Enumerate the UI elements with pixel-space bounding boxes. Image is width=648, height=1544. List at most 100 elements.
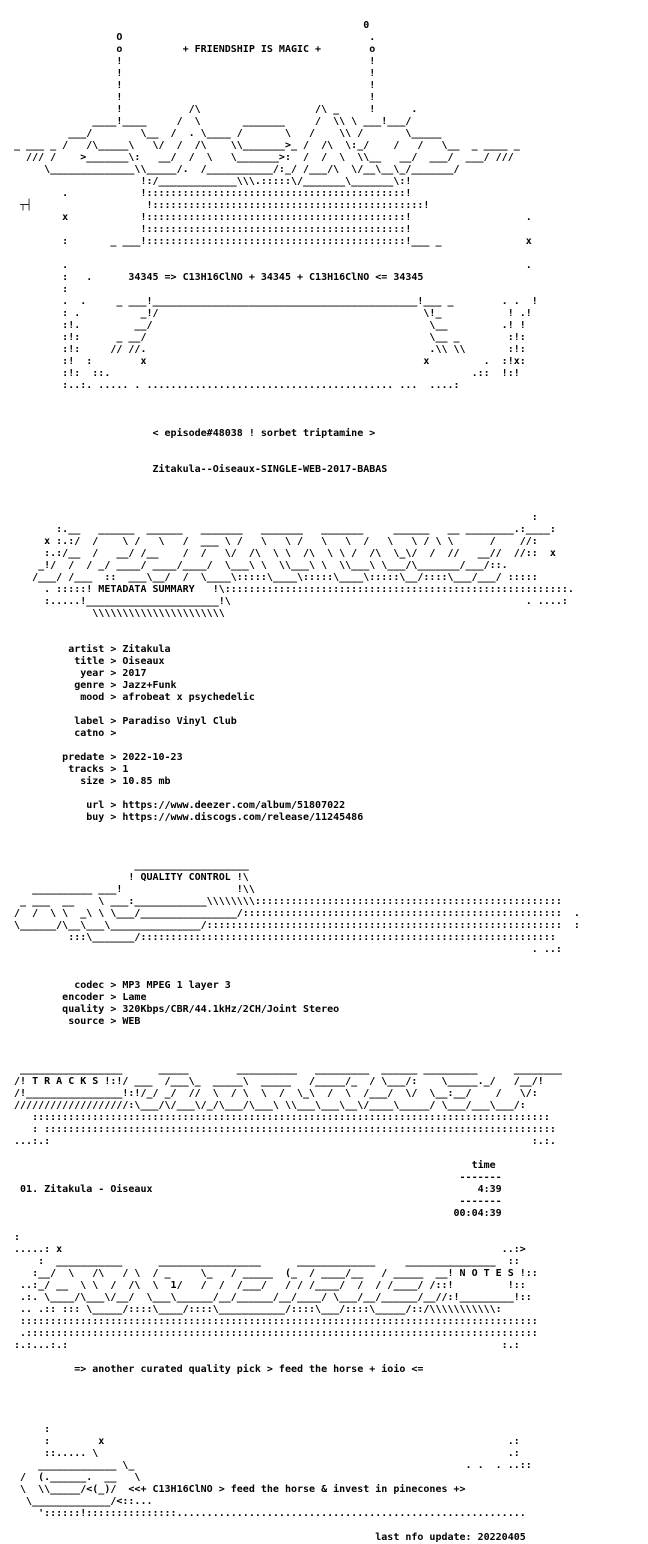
nfo-line: \_____________/<::... xyxy=(8,1496,153,1507)
nfo-line: size > 10.85 mb xyxy=(8,776,171,787)
nfo-line: \\\\\\\\\\\\\\\\\\\\\\ xyxy=(8,608,225,619)
nfo-line: :!: _ __/ \__ _ :!: xyxy=(8,332,526,343)
nfo-line: \______________\\_____/. /___________/:_… xyxy=(8,164,460,175)
nfo-line: .:. \____/\___\/__/ \___\______/__/_____… xyxy=(8,1292,532,1303)
nfo-line: . ..: xyxy=(8,944,562,955)
nfo-line: : _ ___!::::::::::::::::::::::::::::::::… xyxy=(8,236,532,247)
nfo-line: \______/\__\___\_______________/::::::::… xyxy=(8,920,580,931)
nfo-line: : xyxy=(8,512,538,523)
nfo-line xyxy=(8,968,640,980)
nfo-line: last nfo update: 20220405 xyxy=(8,1532,526,1543)
nfo-line: ! ! xyxy=(8,92,376,103)
nfo-line: codec > MP3 MPEG 1 layer 3 xyxy=(8,980,231,991)
nfo-line: Zitakula--Oiseaux-SINGLE-WEB-2017-BABAS xyxy=(8,464,388,475)
nfo-line: : . 34345 => C13H16ClNO + 34345 + C13H16… xyxy=(8,272,424,283)
nfo-line: ___/ \__ / . \____ / \ / \\ / \_____ xyxy=(8,128,442,139)
nfo-line: _ ___ __ \ ___:____________\\\\\\\\:::::… xyxy=(8,896,562,907)
nfo-line xyxy=(8,1220,640,1232)
nfo-line: :.__ ______ ______ _______ _______ _____… xyxy=(8,524,556,535)
nfo-line: :!: ::. .:: !:! xyxy=(8,368,520,379)
nfo-line: :!. __/ \__ .! ! xyxy=(8,320,526,331)
nfo-line: .....: x ..:> xyxy=(8,1244,526,1255)
nfo-line: :!: // //. .\\ \\ :!: xyxy=(8,344,526,355)
nfo-line: :..:. ..... . ..........................… xyxy=(8,380,460,391)
nfo-line xyxy=(8,392,640,404)
nfo-line xyxy=(8,1400,640,1412)
nfo-line: ...:.: :.:. xyxy=(8,1136,556,1147)
nfo-line: _!/ / / _/ ____/ ____/____/ \___\ \ \\__… xyxy=(8,560,508,571)
nfo-line: /___/ /___ :: ___\__/ / \____\:::::\____… xyxy=(8,572,538,583)
nfo-line xyxy=(8,1412,640,1424)
nfo-line: encoder > Lame xyxy=(8,992,147,1003)
nfo-line xyxy=(8,620,640,632)
nfo-line: ┬┤ !::::::::::::::::::::::::::::::::::::… xyxy=(8,200,430,211)
nfo-line: .. .:: ::: \_____/::::\____/::::\_______… xyxy=(8,1304,502,1315)
nfo-line: buy > https://www.discogs.com/release/11… xyxy=(8,812,364,823)
nfo-line: '::::::!:::::::::::::::.................… xyxy=(8,1508,526,1519)
nfo-line: : x .: xyxy=(8,1436,520,1447)
nfo-line: _____________ \_ . . . ..:: xyxy=(8,1460,532,1471)
nfo-line xyxy=(8,8,640,20)
nfo-line xyxy=(8,740,640,752)
nfo-line: : ___________ _________________ ________… xyxy=(8,1256,520,1267)
nfo-line: : xyxy=(8,1424,51,1435)
nfo-line: .:::::::::::::::::::::::::::::::::::::::… xyxy=(8,1328,538,1339)
nfo-line xyxy=(8,404,640,416)
nfo-line: ! ! xyxy=(8,56,376,67)
nfo-line: tracks > 1 xyxy=(8,764,129,775)
nfo-line: 0 xyxy=(8,20,370,31)
nfo-line: ..:_/ __ \ \ / /\ \ 1/ / / /___/ / / /__… xyxy=(8,1280,526,1291)
nfo-line xyxy=(8,1388,640,1400)
nfo-line: ! ! xyxy=(8,80,376,91)
nfo-line: ! QUALITY CONTROL !\ xyxy=(8,872,249,883)
nfo-line: :.....!______________________!\ . ....: xyxy=(8,596,568,607)
nfo-line xyxy=(8,632,640,644)
nfo-line: 01. Zitakula - Oiseaux 4:39 xyxy=(8,1184,502,1195)
nfo-line: ///////////////////:\___/\/___\/_/\___/\… xyxy=(8,1100,526,1111)
nfo-line: artist > Zitakula xyxy=(8,644,171,655)
nfo-line xyxy=(8,956,640,968)
nfo-line: predate > 2022-10-23 xyxy=(8,752,183,763)
nfo-line xyxy=(8,1148,640,1160)
nfo-line: / / \ \ _\ \ \___/________________/:::::… xyxy=(8,908,580,919)
nfo-line: !:/_____________\\\.:::::\/_______\_____… xyxy=(8,176,412,187)
nfo-line: url > https://www.deezer.com/album/51807… xyxy=(8,800,346,811)
nfo-line: . . _ ___!______________________________… xyxy=(8,296,538,307)
nfo-line: ------- xyxy=(8,1196,502,1207)
nfo-line: : xyxy=(8,1232,21,1243)
nfo-line: /// / >_______\: __/ / \ \_______>: / / … xyxy=(8,152,514,163)
nfo-line xyxy=(8,1520,640,1532)
nfo-line xyxy=(8,824,640,836)
nfo-line: . . xyxy=(8,260,532,271)
nfo-line: :.:...:.: :.: xyxy=(8,1340,520,1351)
nfo-line xyxy=(8,1352,640,1364)
nfo-line xyxy=(8,416,640,428)
nfo-line xyxy=(8,1376,640,1388)
nfo-line: __________ ___! !\\ xyxy=(8,884,255,895)
nfo-line: year > 2017 xyxy=(8,668,147,679)
nfo-line: ::..... \ .: xyxy=(8,1448,520,1459)
nfo-line xyxy=(8,1052,640,1064)
nfo-line: source > WEB xyxy=(8,1016,141,1027)
nfo-line: : . _!/ \!_ ! .! xyxy=(8,308,532,319)
nfo-line xyxy=(8,452,640,464)
nfo-line: genre > Jazz+Funk xyxy=(8,680,177,691)
nfo-line xyxy=(8,1028,640,1040)
nfo-line: _________________ _____ __________ _____… xyxy=(8,1064,562,1075)
nfo-line: 00:04:39 xyxy=(8,1208,502,1219)
nfo-line: ::::::::::::::::::::::::::::::::::::::::… xyxy=(8,1112,550,1123)
nfo-line: ! /\ /\ _ ! . xyxy=(8,104,418,115)
nfo-line xyxy=(8,788,640,800)
nfo-line: . :::::! METADATA SUMMARY !\::::::::::::… xyxy=(8,584,574,595)
nfo-line: /!________________!:!/_/ _/ // \ / \ \ /… xyxy=(8,1088,538,1099)
nfo-line xyxy=(8,1040,640,1052)
nfo-line: :.:/__ / __/ /__ / / \/ /\ \ \ /\ \ \ / … xyxy=(8,548,556,559)
nfo-line: : xyxy=(8,284,69,295)
nfo-line: : ::::::::::::::::::::::::::::::::::::::… xyxy=(8,1124,556,1135)
nfo-line: _ ___ _ / /\_____\ \/ / /\ \\_______>_ /… xyxy=(8,140,520,151)
nfo-line: / (.______. __ \ xyxy=(8,1472,141,1483)
nfo-line: :__/ \ /\ / \ / _ \_ / _____ (_ / ____/_… xyxy=(8,1268,538,1279)
nfo-line: < episode#48038 ! sorbet triptamine > xyxy=(8,428,376,439)
nfo-line xyxy=(8,836,640,848)
nfo-line: quality > 320Kbps/CBR/44.1kHz/2CH/Joint … xyxy=(8,1004,340,1015)
